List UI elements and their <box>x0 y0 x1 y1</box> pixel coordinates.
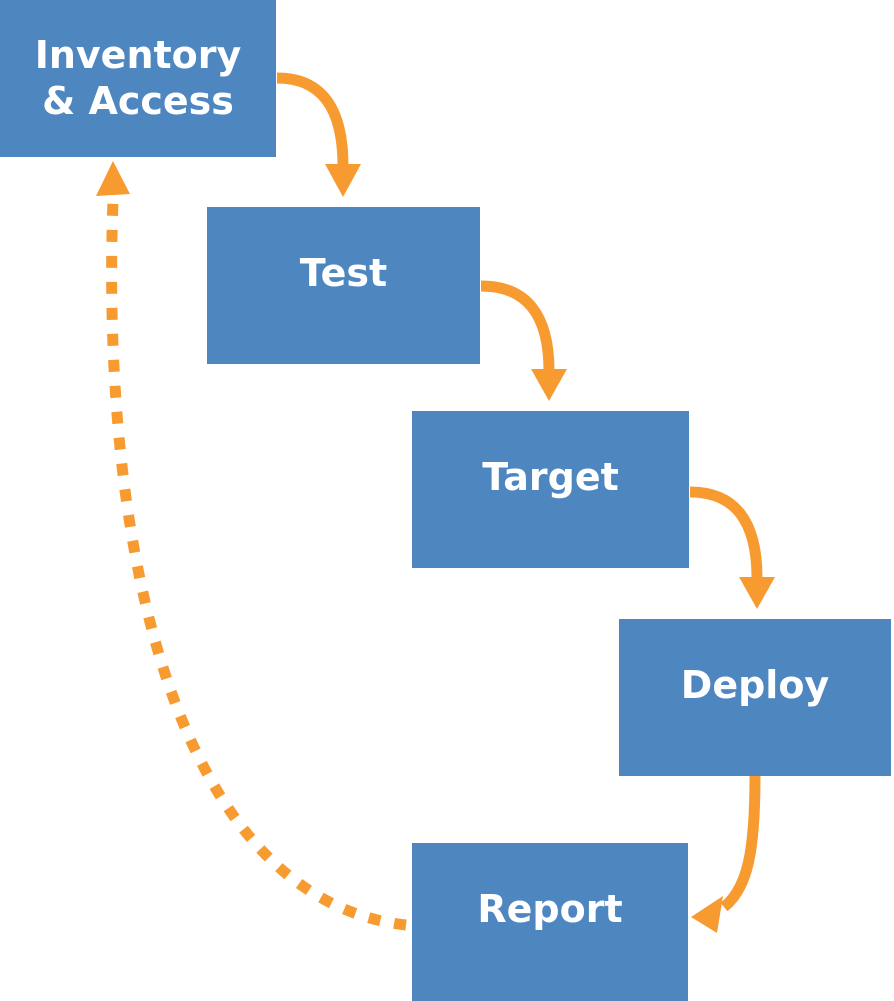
arrow-deploy-to-report <box>691 775 761 933</box>
arrowhead-down-icon <box>325 164 361 197</box>
node-target: Target <box>412 411 689 568</box>
node-report: Report <box>412 843 688 1001</box>
arrow-inventory-to-test <box>276 72 361 197</box>
arrowhead-left-icon <box>691 896 723 933</box>
node-label: Target <box>482 454 619 499</box>
arrow-target-to-deploy <box>689 486 775 609</box>
node-label: Test <box>299 250 388 295</box>
node-deploy: Deploy <box>619 619 891 776</box>
node-inventory-access: Inventory & Access <box>0 0 276 157</box>
node-label: Inventory & Access <box>34 32 242 123</box>
arrowhead-up-icon <box>96 161 130 196</box>
node-label: Report <box>477 887 623 932</box>
node-test: Test <box>207 207 480 364</box>
arrowhead-down-icon <box>739 577 775 609</box>
node-label: Deploy <box>680 662 830 707</box>
arrow-test-to-target <box>480 280 567 401</box>
arrowhead-down-icon <box>531 369 567 401</box>
